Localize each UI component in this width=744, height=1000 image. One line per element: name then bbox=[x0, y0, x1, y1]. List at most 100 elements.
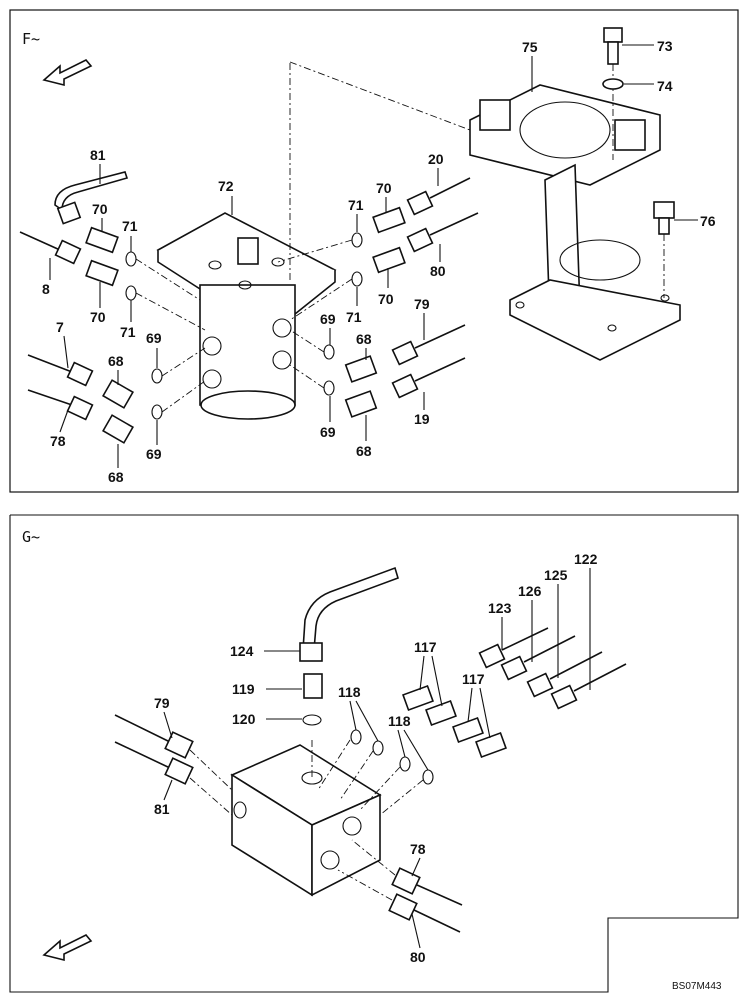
svg-text:118: 118 bbox=[338, 684, 361, 700]
hose-part bbox=[391, 324, 466, 366]
adapter-part bbox=[372, 246, 406, 274]
panel-f-label: F~ bbox=[22, 30, 40, 48]
panel-g-label: G~ bbox=[22, 528, 40, 546]
o-ring-part bbox=[422, 769, 434, 785]
o-ring-part bbox=[302, 714, 322, 726]
svg-text:126: 126 bbox=[518, 583, 542, 599]
svg-text:117: 117 bbox=[462, 671, 485, 687]
o-ring-part bbox=[350, 729, 362, 745]
o-ring-part bbox=[151, 368, 163, 384]
elbow-part bbox=[102, 414, 134, 444]
svg-text:7: 7 bbox=[56, 319, 64, 335]
washer-part bbox=[602, 78, 624, 90]
svg-text:71: 71 bbox=[346, 309, 362, 325]
svg-text:125: 125 bbox=[544, 567, 568, 583]
svg-text:122: 122 bbox=[574, 551, 598, 567]
o-ring-part bbox=[372, 740, 384, 756]
leader-lines-g bbox=[163, 568, 591, 949]
bolt-part bbox=[653, 201, 675, 298]
panel-f-frame bbox=[9, 9, 739, 493]
o-ring-part bbox=[351, 271, 363, 287]
hose-part bbox=[114, 741, 233, 816]
svg-text:81: 81 bbox=[90, 147, 106, 163]
elbow-part bbox=[102, 379, 134, 409]
hose-part bbox=[19, 231, 82, 265]
hose-part bbox=[478, 627, 549, 669]
adapter-part bbox=[303, 673, 323, 699]
svg-text:70: 70 bbox=[376, 180, 392, 196]
svg-text:19: 19 bbox=[414, 411, 430, 427]
hose-part bbox=[27, 389, 94, 421]
svg-text:80: 80 bbox=[410, 949, 426, 965]
svg-text:70: 70 bbox=[90, 309, 106, 325]
svg-text:123: 123 bbox=[488, 600, 512, 616]
fitting-part bbox=[56, 201, 82, 225]
drawing-code: BS07M443 bbox=[672, 981, 722, 992]
svg-text:8: 8 bbox=[42, 281, 50, 297]
svg-text:71: 71 bbox=[120, 324, 136, 340]
hose-part bbox=[114, 714, 233, 791]
svg-text:70: 70 bbox=[378, 291, 394, 307]
svg-text:124: 124 bbox=[230, 643, 254, 659]
bolt-part bbox=[603, 27, 623, 160]
svg-text:81: 81 bbox=[154, 801, 170, 817]
svg-text:119: 119 bbox=[232, 681, 255, 697]
o-ring-part bbox=[323, 380, 335, 396]
adapter-part bbox=[85, 226, 119, 254]
o-ring-part bbox=[351, 232, 363, 248]
svg-text:71: 71 bbox=[122, 218, 138, 234]
svg-text:68: 68 bbox=[108, 469, 124, 485]
panel-g-frame bbox=[9, 514, 739, 993]
svg-text:73: 73 bbox=[657, 38, 673, 54]
adapter-part bbox=[402, 685, 434, 711]
svg-text:69: 69 bbox=[320, 424, 336, 440]
direction-arrow-icon bbox=[42, 934, 93, 962]
hose-part bbox=[302, 566, 399, 651]
svg-text:68: 68 bbox=[356, 443, 372, 459]
svg-text:72: 72 bbox=[218, 178, 234, 194]
callout-labels-f: 81 70 71 72 71 70 20 75 73 74 76 8 70 71… bbox=[42, 38, 716, 485]
hose-part bbox=[391, 357, 466, 399]
hose-part bbox=[337, 869, 461, 933]
o-ring-part bbox=[323, 344, 335, 360]
fitting-part bbox=[299, 642, 323, 662]
hose-part bbox=[406, 212, 479, 253]
svg-text:20: 20 bbox=[428, 151, 444, 167]
adapter-part bbox=[475, 732, 507, 758]
leader-lines-f bbox=[49, 44, 698, 468]
svg-text:69: 69 bbox=[146, 330, 162, 346]
callout-labels-g: 124 119 120 79 81 118 118 117 117 123 12… bbox=[154, 551, 598, 965]
svg-text:69: 69 bbox=[146, 446, 162, 462]
svg-text:79: 79 bbox=[414, 296, 430, 312]
adapter-part bbox=[452, 717, 484, 743]
elbow-part bbox=[344, 355, 378, 383]
svg-text:70: 70 bbox=[92, 201, 108, 217]
o-ring-part bbox=[125, 251, 137, 267]
svg-text:78: 78 bbox=[50, 433, 66, 449]
svg-text:76: 76 bbox=[700, 213, 716, 229]
svg-text:71: 71 bbox=[348, 197, 364, 213]
svg-text:69: 69 bbox=[320, 311, 336, 327]
swivel-joint-part bbox=[156, 61, 471, 420]
hose-part bbox=[27, 354, 94, 387]
o-ring-part bbox=[151, 404, 163, 420]
hose-part bbox=[54, 171, 129, 212]
hose-part bbox=[406, 177, 471, 216]
o-ring-part bbox=[125, 285, 137, 301]
svg-text:78: 78 bbox=[410, 841, 426, 857]
direction-arrow-icon bbox=[42, 59, 93, 87]
adapter-part bbox=[85, 259, 119, 287]
elbow-part bbox=[344, 390, 378, 418]
o-ring-part bbox=[399, 756, 411, 772]
adapter-part bbox=[425, 700, 457, 726]
support-bracket-part bbox=[469, 84, 681, 361]
svg-text:68: 68 bbox=[356, 331, 372, 347]
svg-text:79: 79 bbox=[154, 695, 170, 711]
svg-text:118: 118 bbox=[388, 713, 411, 729]
adapter-part bbox=[372, 206, 406, 234]
svg-text:80: 80 bbox=[430, 263, 446, 279]
hose-part bbox=[526, 651, 603, 698]
hose-part bbox=[550, 663, 627, 710]
svg-text:74: 74 bbox=[657, 78, 673, 94]
svg-text:117: 117 bbox=[414, 639, 437, 655]
